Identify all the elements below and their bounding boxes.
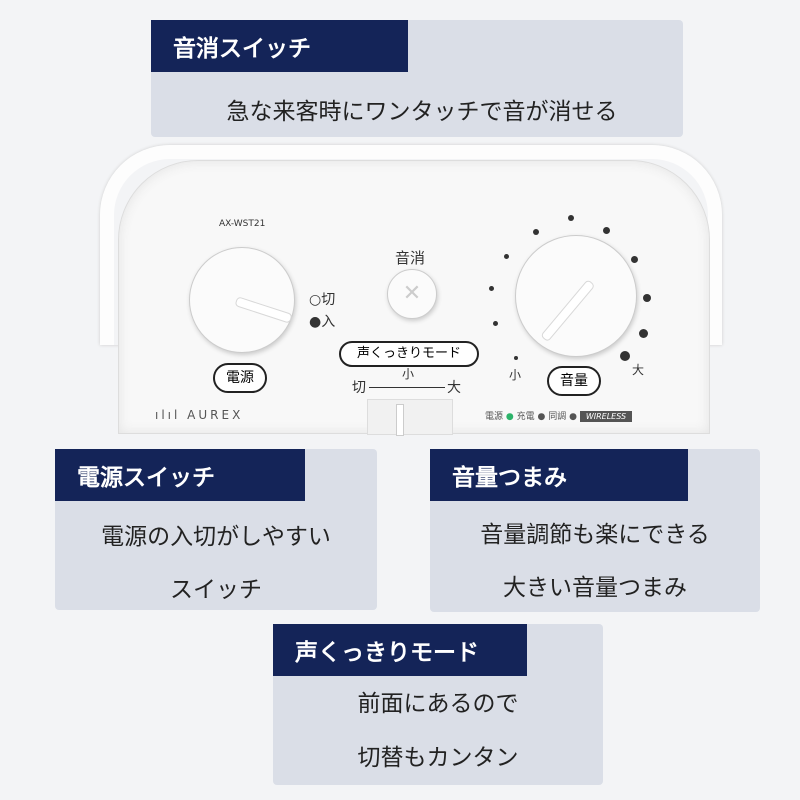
device-panel: AX-WST21 ○切 ●入 電源 音消 ✕ 声くっきりモード 切 小 大 ıl… [118,160,710,436]
callout-power: 電源スイッチ 電源の入切がしやすい スイッチ [55,449,377,610]
callout-text: 音量調節も楽にできる [480,522,710,548]
power-led: ● [505,412,514,422]
mode-off: 切 [352,380,366,396]
callout-text: スイッチ [170,577,262,603]
mute-button[interactable]: ✕ [387,269,437,319]
callout-text: 前面にあるので [357,691,519,717]
callout-text: 切替もカンタン [357,745,519,771]
callout-volume: 音量つまみ 音量調節も楽にできる 大きい音量つまみ [430,449,760,612]
device-handle [100,145,722,345]
wireless-badge: WIRELESS [579,411,633,422]
volume-small: 小 [509,368,522,382]
callout-voice-mode: 声くっきりモード 前面にあるので 切替もカンタン [273,624,603,785]
callout-title: 音消スイッチ [151,20,408,72]
power-label: 電源 [213,363,267,393]
callout-title: 音量つまみ [430,449,688,501]
mute-label: 音消 [395,249,426,267]
callout-text: 電源の入切がしやすい [101,524,331,550]
brand-logo: ılıl AUREX [155,408,244,422]
volume-knob[interactable] [515,235,637,357]
power-on-label: ●入 [309,314,336,330]
mode-small: 小 [402,367,415,381]
callout-text: 大きい音量つまみ [503,575,687,601]
callout-mute: 音消スイッチ 急な来客時にワンタッチで音が消せる [151,20,683,137]
status-leds: 電源 ● 充電 ● 同調 ● WIRELESS [485,409,633,422]
model-number: AX-WST21 [219,219,266,229]
callout-title: 声くっきりモード [273,624,527,676]
voice-mode-slider[interactable] [367,399,453,436]
power-off-label: ○切 [309,292,336,308]
callout-title: 電源スイッチ [55,449,305,501]
voice-mode-label: 声くっきりモード [339,341,479,367]
volume-large: 大 [632,363,645,377]
volume-label: 音量 [547,366,601,396]
callout-text: 急な来客時にワンタッチで音が消せる [226,99,618,125]
mode-large: 大 [447,380,461,396]
power-knob[interactable] [189,247,295,353]
